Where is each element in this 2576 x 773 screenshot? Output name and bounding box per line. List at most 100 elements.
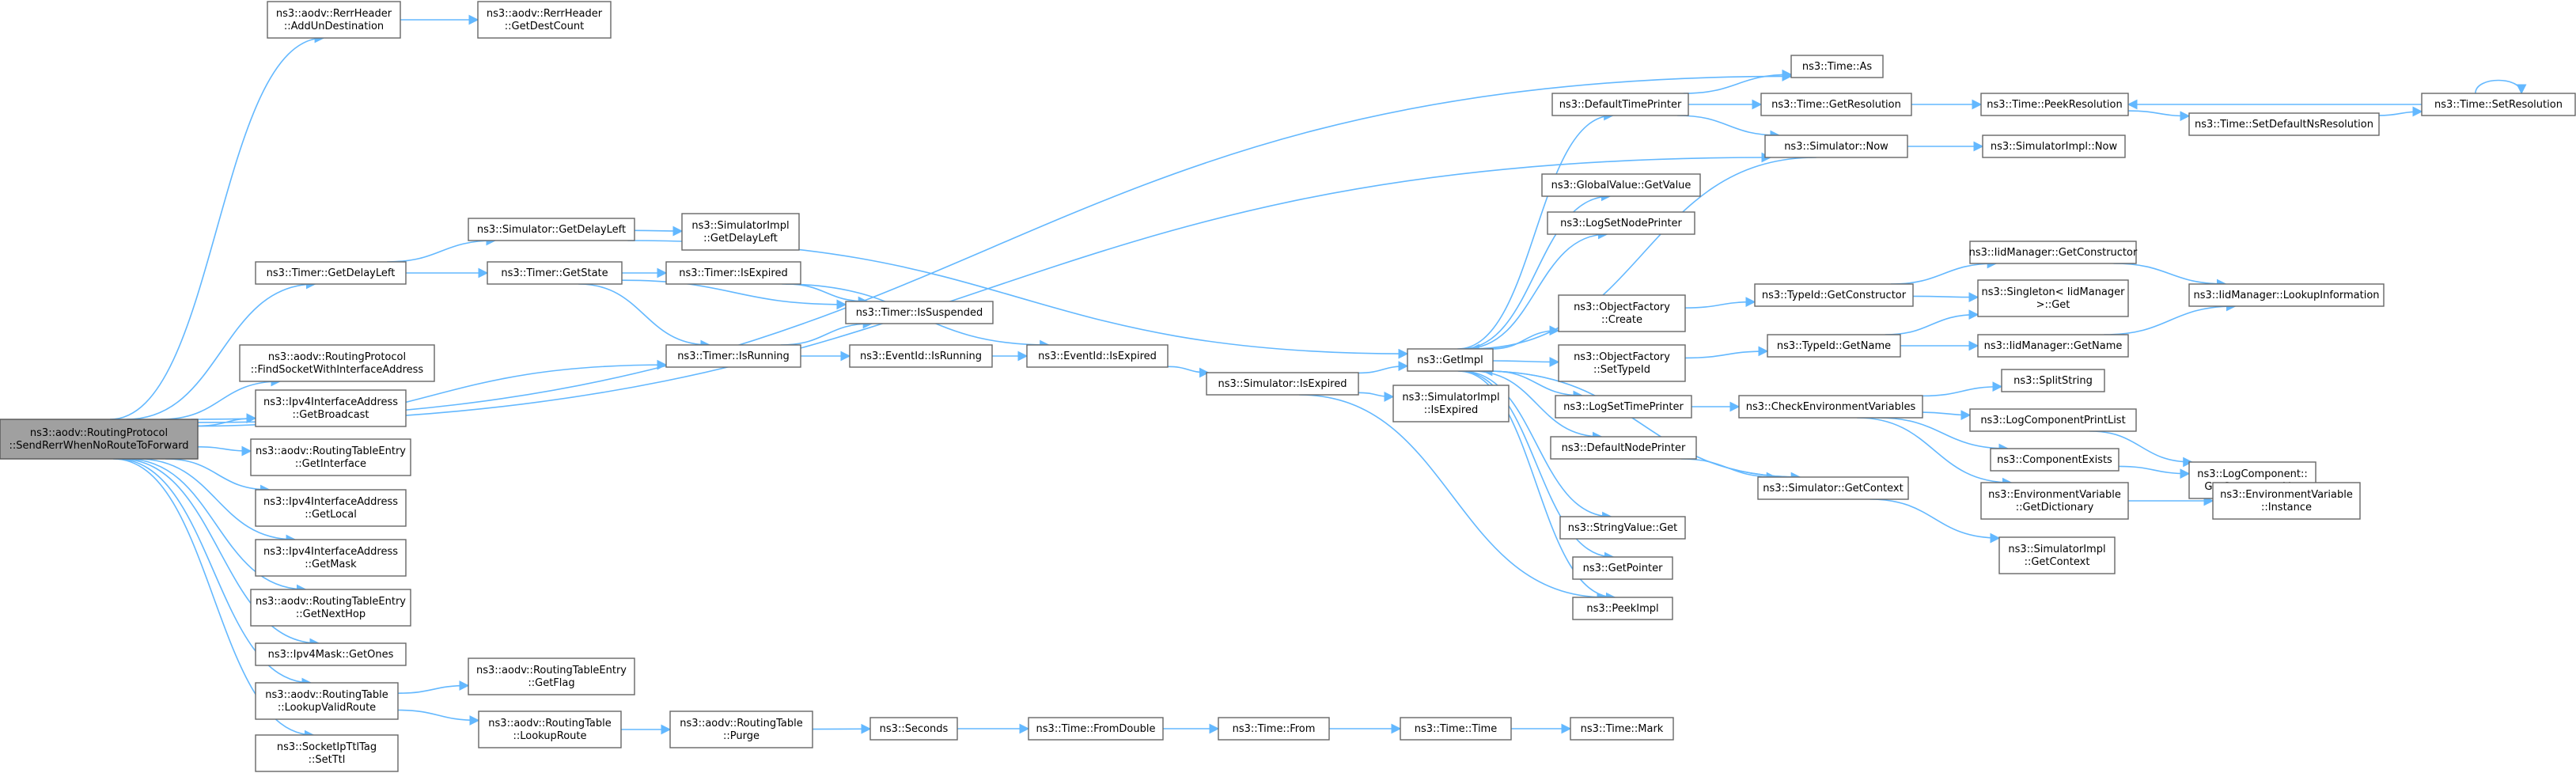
node-label: ns3::Ipv4InterfaceAddress: [263, 496, 398, 508]
graph-node-peekRes[interactable]: ns3::Time::PeekResolution: [1980, 93, 2129, 116]
graph-node-gvGet[interactable]: ns3::GlobalValue::GetValue: [1541, 173, 1701, 197]
graph-node-defNode[interactable]: ns3::DefaultNodePrinter: [1550, 436, 1697, 460]
graph-node-iidCtor[interactable]: ns3::IidManager::GetConstructor: [1969, 241, 2138, 264]
graph-node-fromDbl[interactable]: ns3::Time::FromDouble: [1028, 717, 1164, 741]
graph-node-iidName[interactable]: ns3::IidManager::GetName: [1977, 334, 2129, 358]
graph-node-rteFlag[interactable]: ns3::aodv::RoutingTableEntry::GetFlag: [468, 657, 635, 695]
graph-node-split[interactable]: ns3::SplitString: [2001, 369, 2105, 392]
graph-node-defPrinter[interactable]: ns3::DefaultTimePrinter: [1551, 93, 1689, 116]
graph-node-evRun[interactable]: ns3::EventId::IsRunning: [849, 344, 993, 368]
graph-node-logNode[interactable]: ns3::LogSetNodePrinter: [1547, 211, 1695, 235]
call-edge: [1885, 309, 1979, 335]
node-label: ::LookupValidRoute: [278, 702, 376, 714]
graph-node-iidLookup[interactable]: ns3::IidManager::LookupInformation: [2188, 283, 2385, 307]
graph-node-singleton[interactable]: ns3::Singleton< IidManager>::Get: [1977, 279, 2129, 317]
graph-node-rtLookup[interactable]: ns3::aodv::RoutingTable::LookupRoute: [478, 710, 622, 748]
graph-node-setDefNs[interactable]: ns3::Time::SetDefaultNsResolution: [2188, 112, 2380, 136]
graph-node-implDelay[interactable]: ns3::SimulatorImpl::GetDelayLeft: [681, 213, 800, 251]
call-edge: [1877, 417, 2010, 454]
graph-node-ipv4Local[interactable]: ns3::Ipv4InterfaceAddress::GetLocal: [255, 489, 407, 527]
node-label: ns3::Simulator::GetDelayLeft: [477, 224, 626, 236]
graph-node-findSock[interactable]: ns3::aodv::RoutingProtocol::FindSocketWi…: [239, 344, 435, 382]
graph-node-timerRun[interactable]: ns3::Timer::IsRunning: [665, 344, 801, 368]
graph-node-ipv4Mask[interactable]: ns3::Ipv4InterfaceAddress::GetMask: [255, 539, 407, 577]
node-label: ns3::LogComponent::: [2197, 468, 2308, 480]
call-edge: [1492, 357, 1560, 367]
graph-node-rtPurge[interactable]: ns3::aodv::RoutingTable::Purge: [669, 710, 813, 748]
graph-node-sockTtl[interactable]: ns3::SocketIpTtlTag::SetTtl: [255, 734, 399, 772]
node-label: ::GetInterface: [295, 458, 366, 470]
call-edge: [1167, 366, 1210, 378]
node-label: ns3::SimulatorImpl::Now: [1991, 141, 2118, 153]
graph-node-logList[interactable]: ns3::LogComponentPrintList: [1969, 408, 2137, 432]
graph-node-timerState[interactable]: ns3::Timer::GetState: [487, 261, 623, 285]
call-edge: [1684, 297, 1756, 309]
graph-node-logTime[interactable]: ns3::LogSetTimePrinter: [1555, 395, 1692, 419]
graph-node-timerDelay[interactable]: ns3::Timer::GetDelayLeft: [255, 261, 407, 285]
graph-node-strGet[interactable]: ns3::StringValue::Get: [1559, 516, 1686, 540]
graph-node-simExp[interactable]: ns3::Simulator::IsExpired: [1206, 372, 1359, 396]
graph-node-peekImpl[interactable]: ns3::PeekImpl: [1572, 597, 1673, 620]
graph-node-implExp[interactable]: ns3::SimulatorImpl::IsExpired: [1392, 385, 1510, 422]
call-edge: [197, 152, 1772, 423]
graph-node-implCtx[interactable]: ns3::SimulatorImpl::GetContext: [1998, 536, 2116, 574]
call-edge: [191, 71, 1793, 420]
call-edge: [387, 235, 497, 263]
graph-node-checkEnv[interactable]: ns3::CheckEnvironmentVariables: [1738, 395, 1923, 419]
node-label: ::GetDestCount: [505, 21, 584, 32]
call-edge: [165, 458, 271, 495]
call-edge: [1457, 370, 1616, 603]
graph-node-implNow[interactable]: ns3::SimulatorImpl::Now: [1982, 135, 2126, 158]
node-label: ns3::Time::Mark: [1581, 723, 1664, 735]
graph-node-seconds[interactable]: ns3::Seconds: [869, 717, 958, 741]
graph-node-getImpl[interactable]: ns3::GetImpl: [1407, 348, 1494, 372]
graph-node-timeMark[interactable]: ns3::Time::Mark: [1570, 717, 1674, 741]
node-label: ns3::StringValue::Get: [1568, 522, 1677, 534]
graph-node-timeTime[interactable]: ns3::Time::Time: [1400, 717, 1512, 741]
graph-node-getRes[interactable]: ns3::Time::GetResolution: [1760, 93, 1912, 116]
node-label: ::IsExpired: [1424, 404, 1478, 416]
graph-node-simDelay[interactable]: ns3::Simulator::GetDelayLeft: [468, 218, 635, 241]
graph-node-timerSusp[interactable]: ns3::Timer::IsSuspended: [845, 301, 994, 324]
node-label: ns3::EnvironmentVariable: [1988, 489, 2121, 501]
graph-node-tidCtor[interactable]: ns3::TypeId::GetConstructor: [1754, 283, 1914, 307]
node-label: ::Instance: [2261, 502, 2312, 513]
graph-node-root[interactable]: ns3::aodv::RoutingProtocol::SendRerrWhen…: [0, 419, 199, 460]
node-label: ns3::ObjectFactory: [1574, 351, 1670, 363]
node-box: [1977, 279, 2129, 317]
graph-node-simNow[interactable]: ns3::Simulator::Now: [1764, 135, 1908, 158]
node-label: ns3::aodv::RoutingTableEntry: [256, 445, 406, 457]
graph-node-compExists[interactable]: ns3::ComponentExists: [1990, 448, 2120, 472]
graph-node-maskOnes[interactable]: ns3::Ipv4Mask::GetOnes: [255, 642, 407, 666]
node-label: ::GetFlag: [528, 677, 574, 689]
node-label: ns3::CheckEnvironmentVariables: [1746, 401, 1916, 413]
node-label: ns3::LogComponentPrintList: [1980, 415, 2125, 426]
node-box: [869, 717, 958, 741]
graph-node-rteHop[interactable]: ns3::aodv::RoutingTableEntry::GetNextHop: [250, 589, 411, 627]
graph-node-getPtr[interactable]: ns3::GetPointer: [1572, 556, 1673, 580]
graph-node-rerrCount[interactable]: ns3::aodv::RerrHeader::GetDestCount: [477, 1, 612, 39]
graph-node-tidName[interactable]: ns3::TypeId::GetName: [1767, 334, 1901, 358]
call-edge: [1358, 392, 1395, 402]
node-box: [1969, 241, 2137, 264]
graph-node-rerrAdd[interactable]: ns3::aodv::RerrHeader::AddUnDestination: [267, 1, 401, 39]
node-box: [1558, 344, 1686, 382]
graph-node-rteIf[interactable]: ns3::aodv::RoutingTableEntry::GetInterfa…: [250, 438, 411, 476]
graph-node-timeFrom[interactable]: ns3::Time::From: [1218, 717, 1330, 741]
graph-node-timeAs[interactable]: ns3::Time::As: [1790, 55, 1884, 78]
graph-node-timerExp[interactable]: ns3::Timer::IsExpired: [665, 261, 801, 285]
graph-node-ipv4Bcast[interactable]: ns3::Ipv4InterfaceAddress::GetBroadcast: [255, 389, 407, 427]
graph-node-envInst[interactable]: ns3::EnvironmentVariable::Instance: [2212, 482, 2361, 520]
graph-node-simCtx[interactable]: ns3::Simulator::GetContext: [1757, 476, 1909, 500]
graph-node-setRes[interactable]: ns3::Time::SetResolution: [2421, 93, 2576, 116]
graph-node-rtValid[interactable]: ns3::aodv::RoutingTable::LookupValidRout…: [255, 682, 399, 720]
node-box: [1547, 211, 1695, 235]
graph-node-envDict[interactable]: ns3::EnvironmentVariable::GetDictionary: [1980, 482, 2129, 520]
graph-node-ofSet[interactable]: ns3::ObjectFactory::SetTypeId: [1558, 344, 1686, 382]
node-label: ::Purge: [723, 730, 760, 742]
graph-node-evExp[interactable]: ns3::EventId::IsExpired: [1026, 344, 1169, 368]
node-box: [1767, 334, 1901, 358]
node-label: ns3::DefaultNodePrinter: [1562, 442, 1686, 454]
graph-node-ofCreate[interactable]: ns3::ObjectFactory::Create: [1558, 294, 1686, 332]
node-label: ns3::IidManager::GetName: [1984, 340, 2123, 352]
